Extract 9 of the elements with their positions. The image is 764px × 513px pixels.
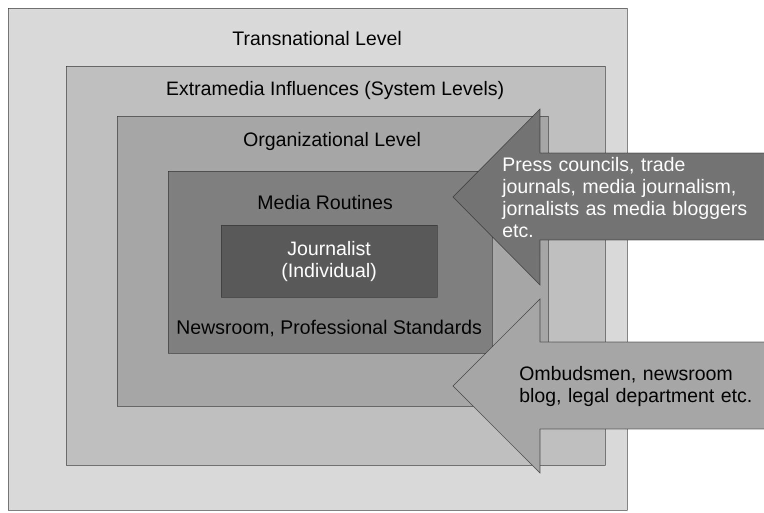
level-label: Transnational Level xyxy=(232,30,400,46)
level-label: Organizational Level xyxy=(244,132,420,150)
level-label: Newsroom, Professional Standards xyxy=(178,320,482,336)
level-label: Media Routines xyxy=(258,194,392,210)
arrow-text: Press councils, trade journals, media journalism, jornalists as media bloggers etc. xyxy=(502,156,746,238)
level-box xyxy=(221,225,438,298)
arrow-text: Ombudsmen, newsroom blog, legal department etc. xyxy=(520,366,750,406)
level-label: Extramedia Influences (System Levels) xyxy=(168,80,503,100)
level-label: Journalist (Individual) xyxy=(282,240,376,282)
